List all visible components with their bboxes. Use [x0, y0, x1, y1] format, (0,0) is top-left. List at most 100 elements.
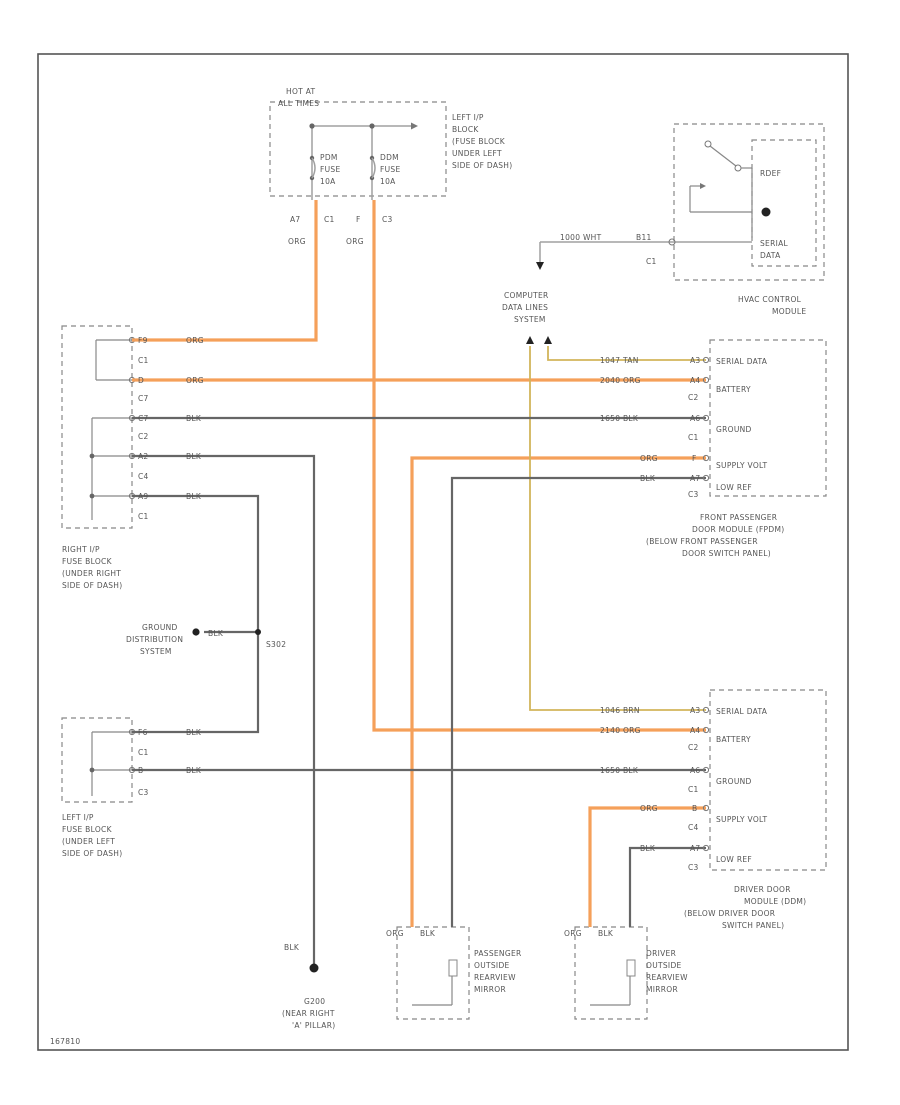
ddm-pin-0: A3: [690, 706, 701, 715]
fuse-top-pin2: F: [356, 215, 361, 224]
wire-blk-drv-mirror: [628, 846, 706, 927]
rip-wire-1: ORG: [186, 376, 204, 385]
wire-blk-pass-mirror: [450, 476, 706, 927]
rip-conn-2: C2: [138, 432, 149, 441]
splice-label: S302: [266, 640, 286, 649]
fuse-top-pin1: A7: [290, 215, 301, 224]
fpdm-conn-0: C2: [688, 393, 699, 402]
fpdm-pins: [702, 356, 710, 482]
fpdm-row-0: SERIAL DATA: [716, 357, 768, 366]
ddm-conn-3: C3: [688, 863, 699, 872]
hvac-inner-box: [751, 139, 817, 267]
hvac-pin: B11: [636, 233, 652, 242]
ddm-label-3: (BELOW DRIVER DOOR: [684, 909, 775, 918]
wire-org-pass-mirror: [410, 456, 706, 927]
dmir-label-2: OUTSIDE: [646, 961, 682, 970]
fpdm-pin-4: A7: [690, 474, 701, 483]
rip-label-1: RIGHT I/P: [62, 545, 100, 554]
ddm-row-4: LOW REF: [716, 855, 752, 864]
ddm-pin-4: A7: [690, 844, 701, 853]
diagram-frame: [37, 53, 849, 1051]
ground-g200-node: [309, 963, 319, 973]
lip-wire-1: BLK: [186, 766, 202, 775]
rip-conn-4: C1: [138, 512, 149, 521]
front-passenger-door-module: [709, 339, 827, 497]
wire-org-drv-mirror: [588, 806, 706, 927]
rip-wire-0: ORG: [186, 336, 204, 345]
lip-label-4: SIDE OF DASH): [62, 849, 122, 858]
hvac-serial-2: DATA: [760, 251, 781, 260]
rip-conn-3: C4: [138, 472, 149, 481]
dmir-label-3: REARVIEW: [646, 973, 688, 982]
rip-conn-1: C7: [138, 394, 149, 403]
hvac-wire: 1000 WHT: [560, 233, 602, 242]
lip-pin-1: B: [138, 766, 143, 775]
ddm-row-2: GROUND: [716, 777, 752, 786]
pass-mirror-motor: [412, 959, 458, 1006]
fpdm-label-3: (BELOW FRONT PASSENGER: [646, 537, 758, 546]
wire-tan-serial-fpdm: [547, 346, 706, 361]
wire-brn-serial-ddm: [529, 346, 706, 711]
fpdm-label-4: DOOR SWITCH PANEL): [682, 549, 771, 558]
ddm-wire-3: ORG: [640, 804, 658, 813]
fpdm-label-2: DOOR MODULE (FPDM): [692, 525, 784, 534]
rip-wire-4: BLK: [186, 492, 202, 501]
ddm-pin-3: B: [692, 804, 697, 813]
g200-label-1: G200: [304, 997, 325, 1006]
fuse1-label-3: 10A: [320, 177, 336, 186]
fpdm-wire-0: 1047 TAN: [600, 356, 639, 365]
pmir-wire-0: ORG: [386, 929, 404, 938]
fpdm-conn-2: C3: [688, 490, 699, 499]
rip-wire-2: BLK: [186, 414, 202, 423]
cds-label-3: SYSTEM: [514, 315, 546, 324]
ddm-label-1: DRIVER DOOR: [734, 885, 791, 894]
fuse-top-desc-3: (FUSE BLOCK: [452, 137, 506, 146]
wire-blk-s302: [132, 494, 260, 734]
pmir-label-1: PASSENGER: [474, 949, 522, 958]
fpdm-row-1: BATTERY: [716, 385, 751, 394]
dmir-wire-1: BLK: [598, 929, 614, 938]
fpdm-label-1: FRONT PASSENGER: [700, 513, 777, 522]
ddm-label-2: MODULE (DDM): [744, 897, 806, 906]
hvac-conn: C1: [646, 257, 657, 266]
pmir-label-2: OUTSIDE: [474, 961, 510, 970]
fuse-top-desc-1: LEFT I/P: [452, 113, 484, 122]
pmir-wire-1: BLK: [420, 929, 436, 938]
lip-label-1: LEFT I/P: [62, 813, 94, 822]
lip-conn-0: C1: [138, 748, 149, 757]
ddm-conn-1: C1: [688, 785, 699, 794]
fuse-top-desc-2: BLOCK: [452, 125, 479, 134]
rip-pin-1: D: [138, 376, 144, 385]
drv-mirror-motor: [590, 959, 636, 1006]
rip-label-4: SIDE OF DASH): [62, 581, 122, 590]
ddm-wire-4: BLK: [640, 844, 656, 853]
hvac-label-2: MODULE: [772, 307, 806, 316]
lip-conn-1: C3: [138, 788, 149, 797]
fuse-top-wire1: ORG: [288, 237, 306, 246]
lip-label-2: FUSE BLOCK: [62, 825, 113, 834]
fpdm-wire-2: 1650 BLK: [600, 414, 639, 423]
hvac-serial-1: SERIAL: [760, 239, 789, 248]
gdist-label-2: DISTRIBUTION: [126, 635, 183, 644]
ddm-row-0: SERIAL DATA: [716, 707, 768, 716]
fpdm-row-3: SUPPLY VOLT: [716, 461, 767, 470]
ddm-row-1: BATTERY: [716, 735, 751, 744]
ddm-conn-2: C4: [688, 823, 699, 832]
ddm-pin-1: A4: [690, 726, 701, 735]
fpdm-wire-1: 2040 ORG: [600, 376, 641, 385]
fuse-block-internals: [309, 122, 418, 200]
left-ip-internals: [89, 728, 136, 796]
gdist-wire: BLK: [208, 629, 224, 638]
dmir-wire-0: ORG: [564, 929, 582, 938]
dmir-label-1: DRIVER: [646, 949, 676, 958]
fpdm-pin-1: A4: [690, 376, 701, 385]
fuse1-label-2: FUSE: [320, 165, 341, 174]
lip-wire-0: BLK: [186, 728, 202, 737]
dmir-label-4: MIRROR: [646, 985, 678, 994]
left-ip-fuse-block: [61, 717, 133, 803]
passenger-mirror-box: [396, 926, 470, 1020]
lip-pin-0: F6: [138, 728, 148, 737]
pmir-label-3: REARVIEW: [474, 973, 516, 982]
lip-label-3: (UNDER LEFT: [62, 837, 115, 846]
